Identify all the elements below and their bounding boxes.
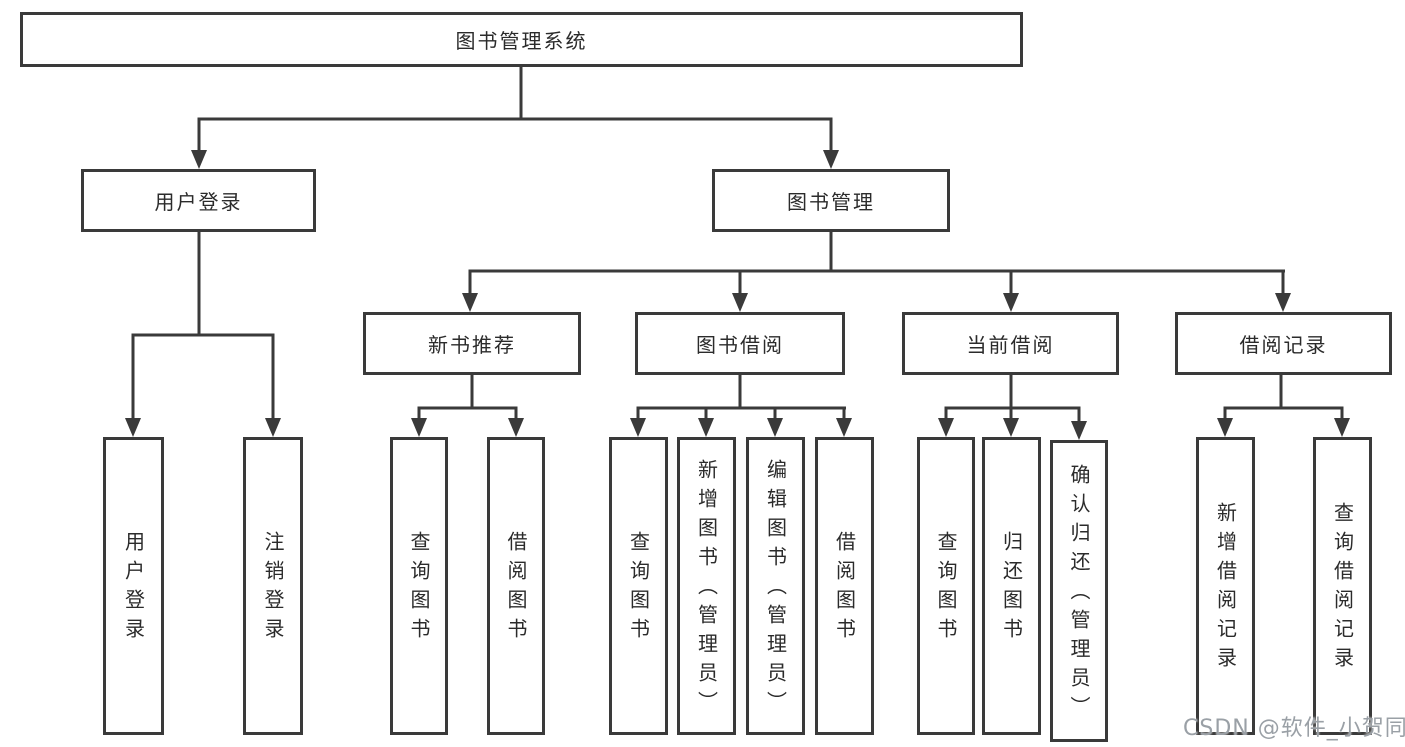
leaf-borrow-book: 借阅图书 xyxy=(815,437,874,735)
leaf-add-borrow-record: 新增借阅记录 xyxy=(1196,437,1255,735)
node-root-system: 图书管理系统 xyxy=(20,12,1023,67)
node-borrow-record: 借阅记录 xyxy=(1175,312,1392,375)
leaf-add-book-admin: 新增图书（管理员） xyxy=(677,437,736,735)
node-book-management: 图书管理 xyxy=(712,169,950,232)
node-new-book-recommend: 新书推荐 xyxy=(363,312,581,375)
connector-new-book-children xyxy=(411,375,524,437)
leaf-edit-book-admin: 编辑图书（管理员） xyxy=(746,437,805,735)
leaf-current-query-book: 查询图书 xyxy=(917,437,975,735)
leaf-user-login: 用户登录 xyxy=(103,437,164,735)
node-user-login: 用户登录 xyxy=(81,169,316,232)
connector-book-mgmt-branch xyxy=(462,232,1291,312)
connector-current-borrow-children xyxy=(938,375,1087,440)
csdn-watermark: CSDN @软件_小贺同学 xyxy=(1183,716,1405,741)
leaf-logout: 注销登录 xyxy=(243,437,303,735)
leaf-confirm-return-admin: 确认归还（管理员） xyxy=(1050,440,1108,742)
node-book-borrow: 图书借阅 xyxy=(635,312,845,375)
leaf-query-borrow-record: 查询借阅记录 xyxy=(1313,437,1372,735)
leaf-newbook-query-book: 查询图书 xyxy=(390,437,448,735)
node-current-borrow: 当前借阅 xyxy=(902,312,1119,375)
connector-user-login-branch xyxy=(125,232,281,437)
connector-book-borrow-children xyxy=(630,375,852,437)
leaf-newbook-borrow-book: 借阅图书 xyxy=(487,437,545,735)
connector-root-to-level2 xyxy=(191,67,839,169)
connector-borrow-record-children xyxy=(1217,375,1350,437)
leaf-return-book: 归还图书 xyxy=(982,437,1041,735)
leaf-borrow-query-book: 查询图书 xyxy=(609,437,668,735)
